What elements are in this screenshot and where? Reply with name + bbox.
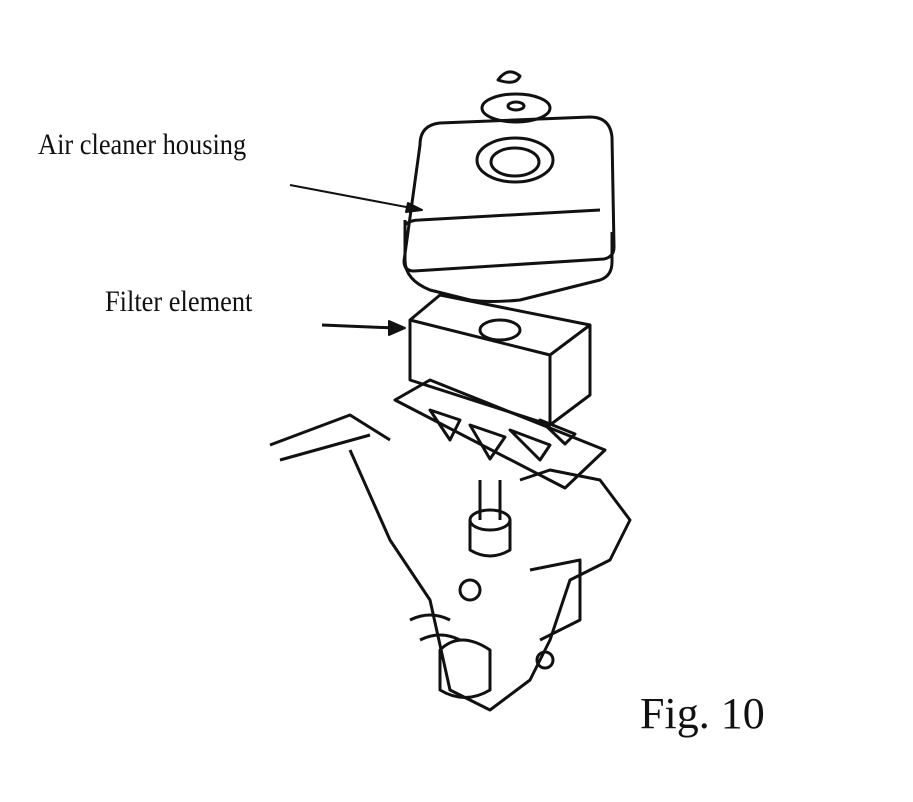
washer — [480, 92, 552, 124]
gasket — [393, 378, 607, 490]
figure-caption: Fig. 10 — [640, 689, 765, 738]
air-cleaner-housing — [402, 115, 616, 303]
filter-element-label: Filter element — [105, 285, 253, 318]
leader-arrows — [289, 184, 423, 336]
carburetor-body — [269, 413, 632, 712]
air-cleaner-housing-label: Air cleaner housing — [38, 128, 247, 161]
filter-element — [408, 293, 592, 427]
wing-nut — [496, 70, 522, 84]
